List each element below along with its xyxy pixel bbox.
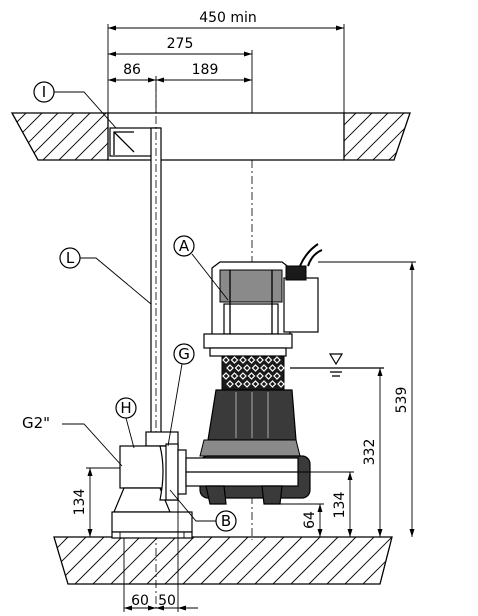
dim-539-label: 539 [394, 387, 410, 414]
dim-275-label: 275 [167, 36, 194, 52]
dim-60-label: 60 [131, 593, 149, 609]
dim-332-label: 332 [362, 439, 378, 466]
callout-h: H [115, 397, 137, 449]
callout-l: L [59, 247, 152, 305]
callout-h-label: H [120, 399, 131, 417]
callout-b-label: B [221, 512, 231, 530]
guide-rail [109, 84, 162, 608]
callout-i: I [33, 81, 117, 129]
dim-450-label: 450 min [199, 10, 257, 26]
left-dimension: 134 [72, 467, 120, 537]
callout-g: G [167, 343, 195, 447]
callout-a: A [173, 235, 229, 301]
dim-50-label: 50 [158, 593, 176, 609]
dim-134-left-label: 134 [72, 489, 88, 516]
thread-size-label: G2" [22, 414, 50, 432]
dim-64-label: 64 [302, 511, 318, 529]
callout-a-label: A [179, 237, 190, 255]
dim-86-label: 86 [123, 62, 141, 78]
water-level-symbol [290, 353, 384, 377]
callout-i-label: I [42, 83, 46, 101]
top-dimensions: 450 min 275 86 189 [107, 10, 345, 113]
bottom-dimensions: 60 50 [123, 500, 198, 612]
floor-slab [53, 536, 393, 585]
callout-thread: G2" [22, 414, 123, 467]
pump-body [185, 243, 323, 505]
dim-189-label: 189 [192, 62, 219, 78]
discharge-base [111, 431, 193, 539]
right-dimensions: 539 332 134 64 [280, 261, 416, 537]
ceiling-slab [10, 112, 411, 161]
callout-b: B [169, 489, 237, 532]
callout-l-label: L [66, 249, 75, 267]
dim-134-right-label: 134 [332, 492, 348, 519]
callout-g-label: G [178, 345, 190, 363]
